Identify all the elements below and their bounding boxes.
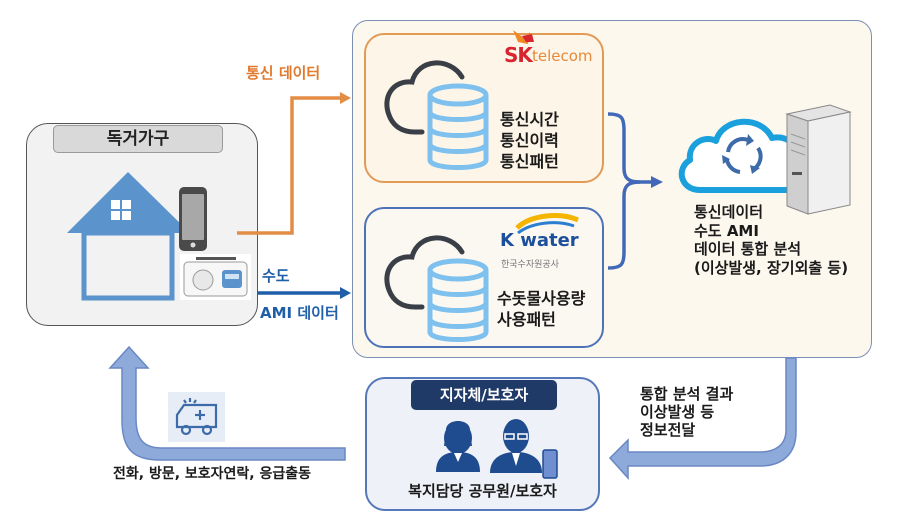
water-data-list: 수돗물사용량 사용패턴	[497, 288, 585, 330]
result-line: 정보전달	[640, 421, 696, 439]
ambulance-icon	[175, 398, 218, 436]
merge-brace-arrow	[607, 112, 652, 270]
water-meter-icon	[180, 254, 251, 300]
kwater-logo-icon	[515, 213, 580, 235]
merge-arrow-head	[651, 176, 663, 188]
kwater-logo-subtitle: 한국수자원공사	[501, 260, 559, 270]
water-data-label-line2: AMI 데이터	[260, 304, 339, 322]
analysis-line: (이상발생, 장기외출 등)	[694, 258, 849, 277]
guardian-smartphone-icon	[542, 449, 558, 479]
water-data-item: 수돗물사용량	[497, 289, 586, 308]
house-icon	[67, 172, 190, 301]
sk-logo-icon	[513, 30, 534, 44]
guardian-caption: 복지담당 공무원/보호자	[408, 482, 557, 500]
male-guardian-icon	[490, 419, 542, 473]
water-data-item: 사용패턴	[497, 310, 556, 329]
result-line: 통합 분석 결과	[640, 385, 734, 403]
analysis-line: 통신데이터	[694, 203, 764, 221]
telecom-flow-arrow	[237, 92, 351, 235]
analysis-cloud-icon	[678, 118, 800, 193]
result-description: 통합 분석 결과 이상발생 등 정보전달	[640, 385, 733, 439]
telecom-data-list: 통신시간 통신이력 통신패턴	[500, 109, 559, 172]
guardian-title: 지자체/보호자	[411, 380, 557, 410]
telecom-data-item: 통신이력	[500, 131, 559, 150]
telecom-database-icon	[427, 83, 489, 170]
analysis-line: 수도 AMI	[694, 221, 759, 240]
response-actions-label: 전화, 방문, 보호자연락, 응급출동	[113, 466, 312, 482]
result-line: 이상발생 등	[640, 403, 715, 421]
analysis-description: 통신데이터 수도 AMI 데이터 통합 분석 (이상발생, 장기외출 등)	[694, 203, 848, 277]
water-cloud-icon	[384, 235, 465, 310]
household-title: 독거가구	[53, 125, 223, 153]
response-flow-arrow	[108, 345, 346, 461]
telecom-logo-text: telecom	[532, 47, 593, 65]
water-data-label-line1: 수도	[262, 267, 290, 285]
water-flow-arrow	[258, 287, 351, 299]
water-database-icon	[427, 258, 489, 342]
telecom-cloud-icon	[384, 60, 465, 135]
sync-cycle-icon	[722, 134, 763, 174]
result-flow-arrow	[608, 357, 797, 480]
server-icon	[785, 104, 852, 215]
telecom-data-label: 통신 데이터	[246, 64, 321, 82]
kwater-logo-text: K water	[500, 230, 579, 251]
telecom-data-item: 통신시간	[500, 110, 559, 129]
sk-logo-text: SK	[504, 43, 533, 67]
analysis-line: 데이터 통합 분석	[694, 240, 802, 258]
female-official-icon	[436, 421, 480, 472]
smartphone-icon	[179, 187, 207, 251]
telecom-data-item: 통신패턴	[500, 152, 559, 171]
